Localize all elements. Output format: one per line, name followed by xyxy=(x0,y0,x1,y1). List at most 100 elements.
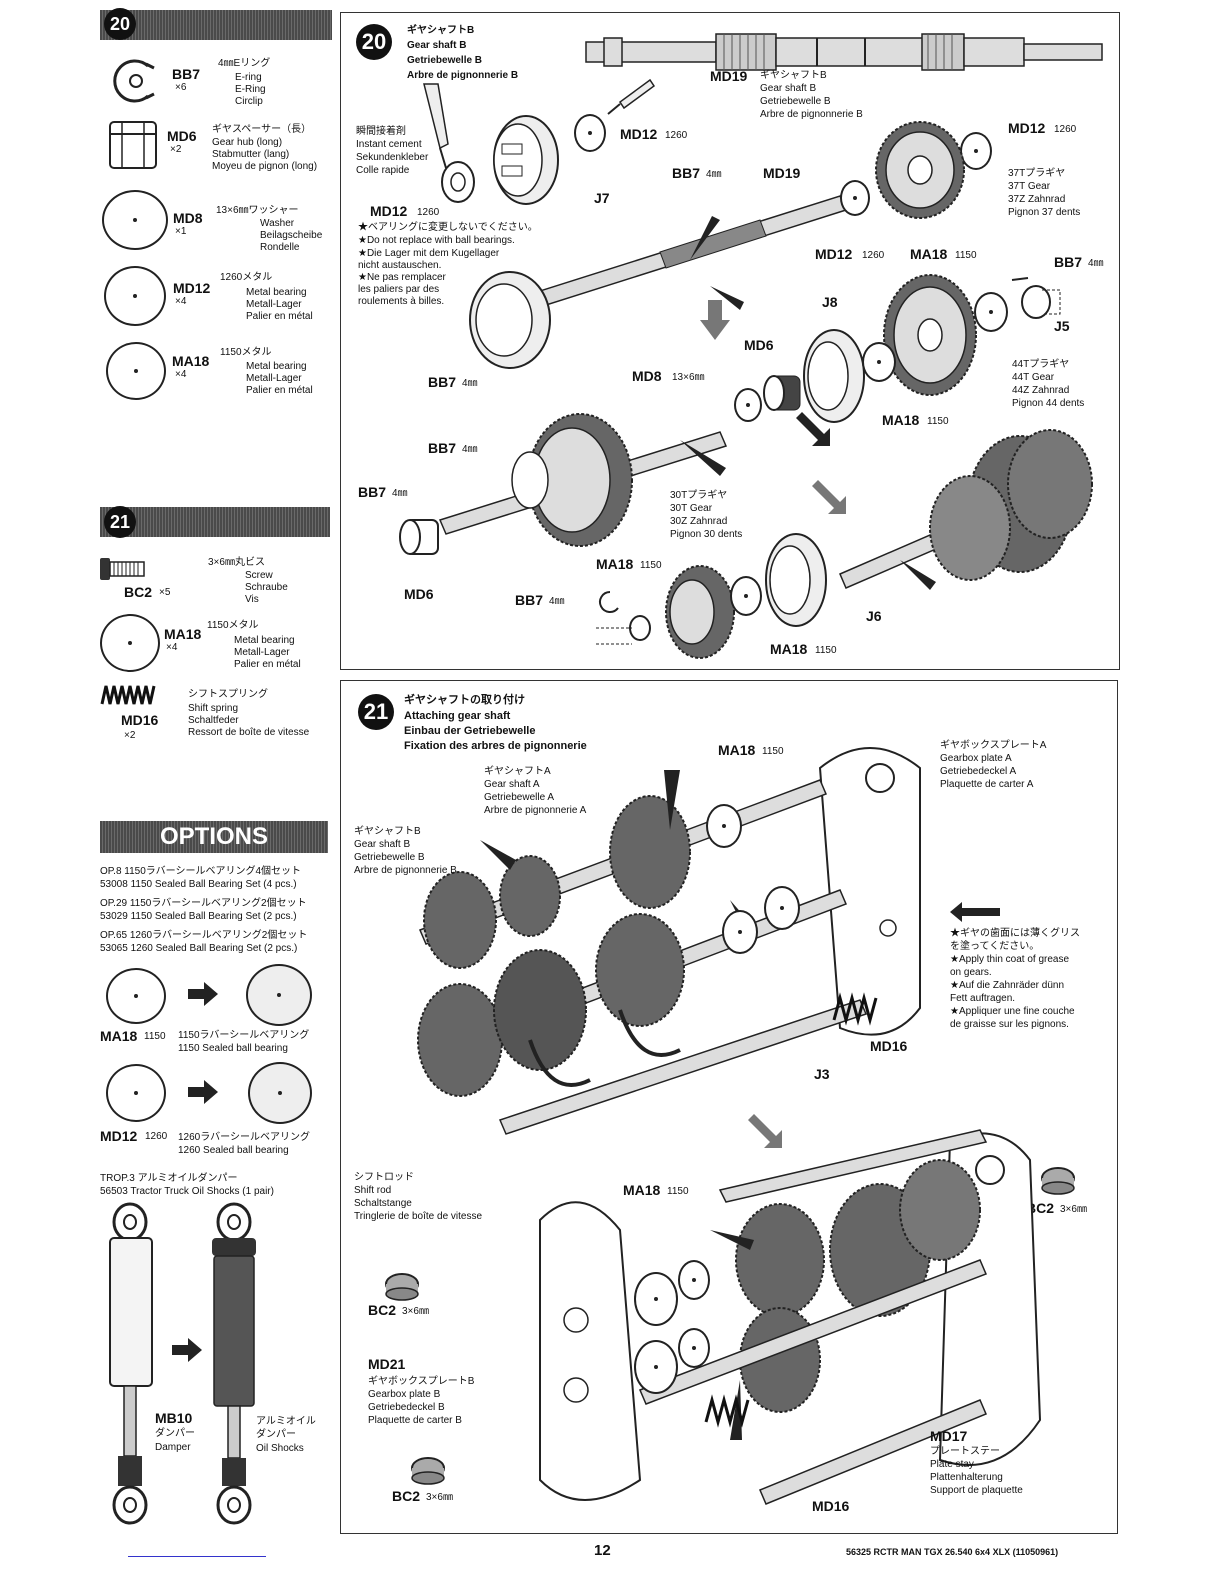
gearbox-plate-a-drawing xyxy=(818,747,921,1036)
part-ma18-name-en: Metal bearing xyxy=(246,361,307,372)
part-bc2-qty: ×5 xyxy=(159,587,171,598)
panel21-bc2-b: BC2 xyxy=(368,1302,397,1318)
part-ma18-qty: ×4 xyxy=(175,369,187,380)
cement-jp: 瞬間接着剤 xyxy=(356,126,406,137)
washer-icon xyxy=(102,190,168,250)
bearing-ma18 xyxy=(678,1328,710,1368)
md17-de: Plattenhalterung xyxy=(930,1472,1003,1483)
panel20-title-jp: ギヤシャフトB xyxy=(407,25,475,36)
part-md16-qty: ×2 xyxy=(124,730,136,741)
metal-bearing-ma18-icon xyxy=(100,614,160,672)
shaftA-en: Gear shaft A xyxy=(484,779,540,790)
panel21-bc2-b-size: 3×6㎜ xyxy=(402,1306,429,1317)
panel20-bb7-c-mm: 4㎜ xyxy=(462,378,478,389)
footer-link-underline[interactable] xyxy=(128,1556,266,1557)
arrow-right-icon xyxy=(188,982,218,1006)
part-ma18-21-code: MA18 xyxy=(164,626,202,642)
part-md6-name-fr: Moyeu de pignon (long) xyxy=(212,161,318,172)
gear44-en: 44T Gear xyxy=(1012,372,1055,383)
grease-arrow-icon xyxy=(950,902,1000,922)
plateA-jp: ギヤボックスプレートA xyxy=(940,740,1047,751)
shaftA-de: Getriebewelle A xyxy=(484,792,555,803)
panel20-bb7-a: BB7 xyxy=(672,165,701,181)
cement-en: Instant cement xyxy=(356,139,422,150)
panel20-bb7-d: BB7 xyxy=(428,440,457,456)
shiftrod-jp: シフトロッド xyxy=(354,1172,414,1183)
gear-shaft-b-lower-assembly xyxy=(438,413,728,547)
bearing-md12 xyxy=(960,132,992,170)
part-md12-code: MD12 xyxy=(173,280,211,296)
push-arrow-icon xyxy=(812,480,846,514)
part-ma18-21-size: 1150メタル xyxy=(207,620,259,631)
plateA-fr: Plaquette de carter A xyxy=(940,779,1034,790)
shaftB-fr: Arbre de pignonnerie B xyxy=(354,865,457,876)
bearing-ma18 xyxy=(634,1272,678,1326)
step20-header-bar xyxy=(100,10,332,40)
options-line-2: 53008 1150 Sealed Ball Bearing Set (4 pc… xyxy=(100,879,297,890)
gear-shaft-b-drawing xyxy=(585,33,1103,71)
panel20-bb7-e-mm: 4㎜ xyxy=(392,488,408,499)
footer-model: 56325 RCTR MAN TGX 26.540 6x4 XLX (11050… xyxy=(846,1547,1059,1557)
panel20-bb7-c: BB7 xyxy=(428,374,457,390)
panel20-md6-a: MD6 xyxy=(744,337,774,353)
grease-4: on gears. xyxy=(950,967,992,978)
panel20-bb7-e: BB7 xyxy=(358,484,387,500)
options-line-6: 53065 1260 Sealed Ball Bearing Set (2 pc… xyxy=(100,943,298,954)
push-arrow-icon xyxy=(700,300,730,340)
option-md12-size: 1260 xyxy=(145,1131,168,1142)
part-bb7-size: 4㎜Eリング xyxy=(218,58,271,69)
panel21-bc2-a: BC2 xyxy=(1026,1200,1055,1216)
grease-7: ★Appliquer une fine couche xyxy=(950,1006,1075,1017)
part-md8-name-fr: Rondelle xyxy=(260,242,300,253)
gear44-fr: Pignon 44 dents xyxy=(1012,398,1085,409)
md21-code: MD21 xyxy=(368,1356,406,1372)
j8-hub xyxy=(803,329,865,423)
part-md16-name-de: Schaltfeder xyxy=(188,715,239,726)
shiftrod-fr: Tringlerie de boîte de vitesse xyxy=(354,1211,483,1222)
panel21-ma18-a: MA18 xyxy=(718,742,756,758)
part-ma18-21-name-fr: Palier en métal xyxy=(234,659,301,670)
gear37-fr: Pignon 37 dents xyxy=(1008,207,1081,218)
shiftrod-de: Schaltstange xyxy=(354,1198,412,1209)
part-md8-qty: ×1 xyxy=(175,226,187,237)
panel20-md19-fr: Arbre de pignonnerie B xyxy=(760,109,863,120)
option-ma18-en: 1150 Sealed ball bearing xyxy=(178,1043,288,1054)
panel20-title-en: Gear shaft B xyxy=(407,40,467,51)
options-title: OPTIONS xyxy=(160,823,269,850)
part-md12-name-de: Metall-Lager xyxy=(246,299,302,310)
panel20-md12-b: MD12 xyxy=(370,203,408,219)
push-arrow-icon xyxy=(796,412,830,446)
grease-1: ★ギヤの歯面には薄くグリス xyxy=(950,928,1080,939)
screw-bag-icon xyxy=(385,1273,419,1301)
part-md8-name-de: Beilagscheibe xyxy=(260,230,323,241)
panel20-bb7-b: BB7 xyxy=(1054,254,1083,270)
part-bb7-qty: ×6 xyxy=(175,82,187,93)
part-ma18-code: MA18 xyxy=(172,353,210,369)
part-md16-name-fr: Ressort de boîte de vitesse xyxy=(188,727,310,738)
shaftA-fr: Arbre de pignonnerie A xyxy=(484,805,587,816)
part-md6-name-en: Gear hub (long) xyxy=(212,137,283,148)
gear44-de: 44Z Zahnrad xyxy=(1012,385,1070,396)
gear-44t-drawing xyxy=(883,274,977,396)
panel20-md12-d-size: 1260 xyxy=(862,250,885,261)
panel20-ma18-b-size: 1150 xyxy=(927,416,949,427)
part-md8-code: MD8 xyxy=(173,210,203,226)
option-md12-jp: 1260ラバーシールベアリング xyxy=(178,1132,310,1143)
options-line-4: 53029 1150 Sealed Ball Bearing Set (2 pc… xyxy=(100,911,297,922)
panel20-bb7-b-mm: 4㎜ xyxy=(1088,258,1104,269)
grease-5: ★Auf die Zahnräder dünn xyxy=(950,980,1065,991)
e-ring-icon xyxy=(113,59,155,103)
part-bb7-name-fr: Circlip xyxy=(235,96,263,107)
options-line-1: OP.8 1150ラバーシールベアリング4個セット xyxy=(100,866,302,877)
metal-bearing-md12-icon xyxy=(106,1064,166,1122)
bearing-ma18 xyxy=(730,576,762,616)
panel20-md12-d: MD12 xyxy=(815,246,853,262)
option-oil-jp2: ダンパー xyxy=(256,1429,296,1440)
bearing-md12 xyxy=(840,180,870,216)
part-md12-name-fr: Palier en métal xyxy=(246,311,313,322)
screw-icon xyxy=(100,558,145,580)
part-md6-code: MD6 xyxy=(167,128,197,144)
metal-bearing-ma18-icon xyxy=(106,968,166,1024)
panel20-ma18-a-size: 1150 xyxy=(955,250,977,261)
bearing-ma18 xyxy=(706,804,742,848)
